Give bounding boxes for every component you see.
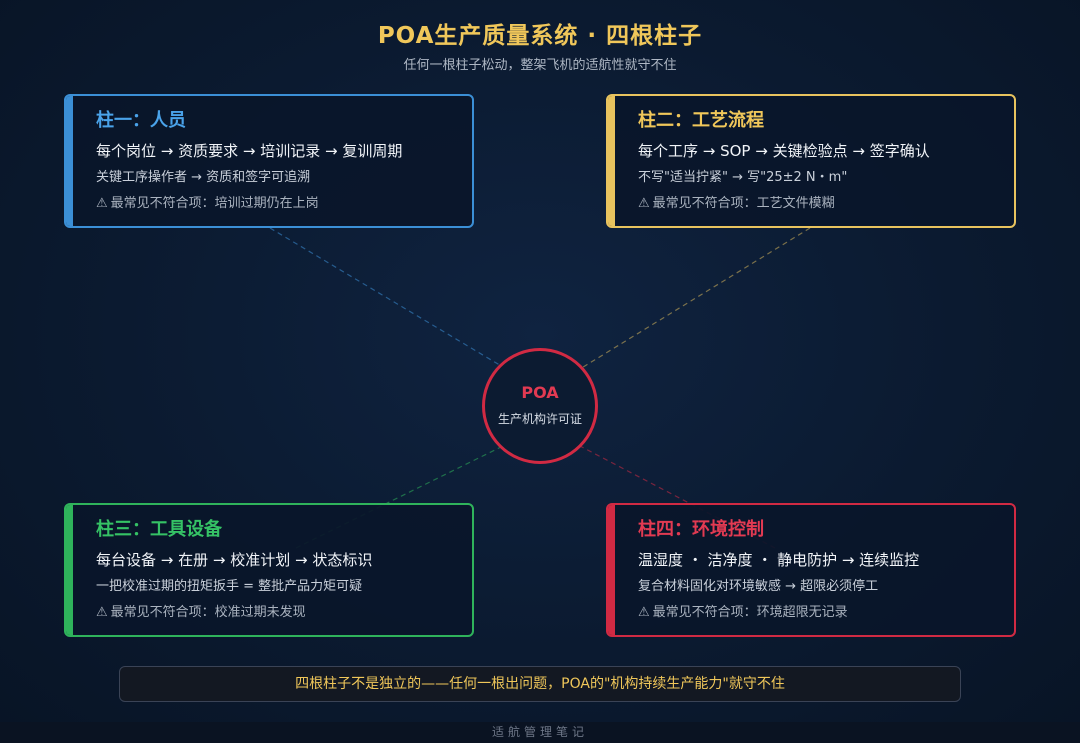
pillar-title: 柱三：工具设备 [96, 519, 222, 540]
connector-pillar-1 [269, 227, 509, 371]
pillar-accent-bar [608, 505, 615, 635]
pillar-warning: ⚠最常见不符合项：环境超限无记录 [638, 603, 1014, 623]
footer-credit: 适航管理笔记 [0, 722, 1080, 743]
page-subtitle: 任何一根柱子松动，整架飞机的适航性就守不住 [403, 58, 677, 73]
pillar-card-process: 柱二：工艺流程 每个工序 → SOP → 关键检验点 → 签字确认 不写"适当拧… [606, 94, 1016, 228]
warning-triangle-icon: ⚠ [638, 605, 650, 620]
pillar-main-line: 温湿度 ・ 洁净度 ・ 静电防护 → 连续监控 [638, 551, 920, 569]
warning-triangle-icon: ⚠ [638, 196, 650, 211]
pillar-accent-bar [66, 96, 73, 226]
page-title: POA生产质量系统 · 四根柱子 [377, 23, 703, 49]
pillar-warning: ⚠最常见不符合项：培训过期仍在上岗 [96, 194, 472, 214]
pillar-card-tools: 柱三：工具设备 每台设备 → 在册 → 校准计划 → 状态标识 一把校准过期的扭… [64, 503, 474, 637]
poa-center-node: POA 生产机构许可证 [482, 348, 598, 464]
pillar-detail-line: 不写"适当拧紧" → 写"25±2 N・m" [638, 170, 848, 185]
pillar-card-environment: 柱四：环境控制 温湿度 ・ 洁净度 ・ 静电防护 → 连续监控 复合材料固化对环… [606, 503, 1016, 637]
pillar-main-line: 每个岗位 → 资质要求 → 培训记录 → 复训周期 [96, 142, 403, 160]
summary-banner: 四根柱子不是独立的——任何一根出问题，POA的"机构持续生产能力"就守不住 [119, 666, 961, 702]
pillar-warning: ⚠最常见不符合项：工艺文件模糊 [638, 194, 1014, 214]
pillar-main-line: 每个工序 → SOP → 关键检验点 → 签字确认 [638, 142, 930, 160]
pillar-warning-text: 最常见不符合项：校准过期未发现 [110, 605, 306, 620]
pillar-warning: ⚠最常见不符合项：校准过期未发现 [96, 603, 472, 623]
pillar-title: 柱一：人员 [96, 110, 186, 131]
warning-triangle-icon: ⚠ [96, 605, 108, 620]
pillar-accent-bar [608, 96, 615, 226]
pillar-title: 柱四：环境控制 [638, 519, 764, 540]
center-subtitle: 生产机构许可证 [497, 412, 582, 426]
pillar-detail-line: 一把校准过期的扭矩扳手 = 整批产品力矩可疑 [96, 579, 363, 594]
connector-pillar-2 [574, 227, 811, 373]
pillar-warning-text: 最常见不符合项：工艺文件模糊 [652, 196, 835, 211]
warning-triangle-icon: ⚠ [96, 196, 108, 211]
pillar-title: 柱二：工艺流程 [638, 110, 764, 131]
pillar-detail-line: 关键工序操作者 → 资质和签字可追溯 [96, 170, 311, 185]
pillar-warning-text: 最常见不符合项：培训过期仍在上岗 [110, 196, 319, 211]
pillar-main-line: 每台设备 → 在册 → 校准计划 → 状态标识 [96, 551, 373, 569]
center-title: POA [521, 383, 559, 402]
pillar-detail-line: 复合材料固化对环境敏感 → 超限必须停工 [638, 579, 879, 594]
pillar-warning-text: 最常见不符合项：环境超限无记录 [652, 605, 848, 620]
pillar-card-people: 柱一：人员 每个岗位 → 资质要求 → 培训记录 → 复训周期 关键工序操作者 … [64, 94, 474, 228]
pillar-accent-bar [66, 505, 73, 635]
